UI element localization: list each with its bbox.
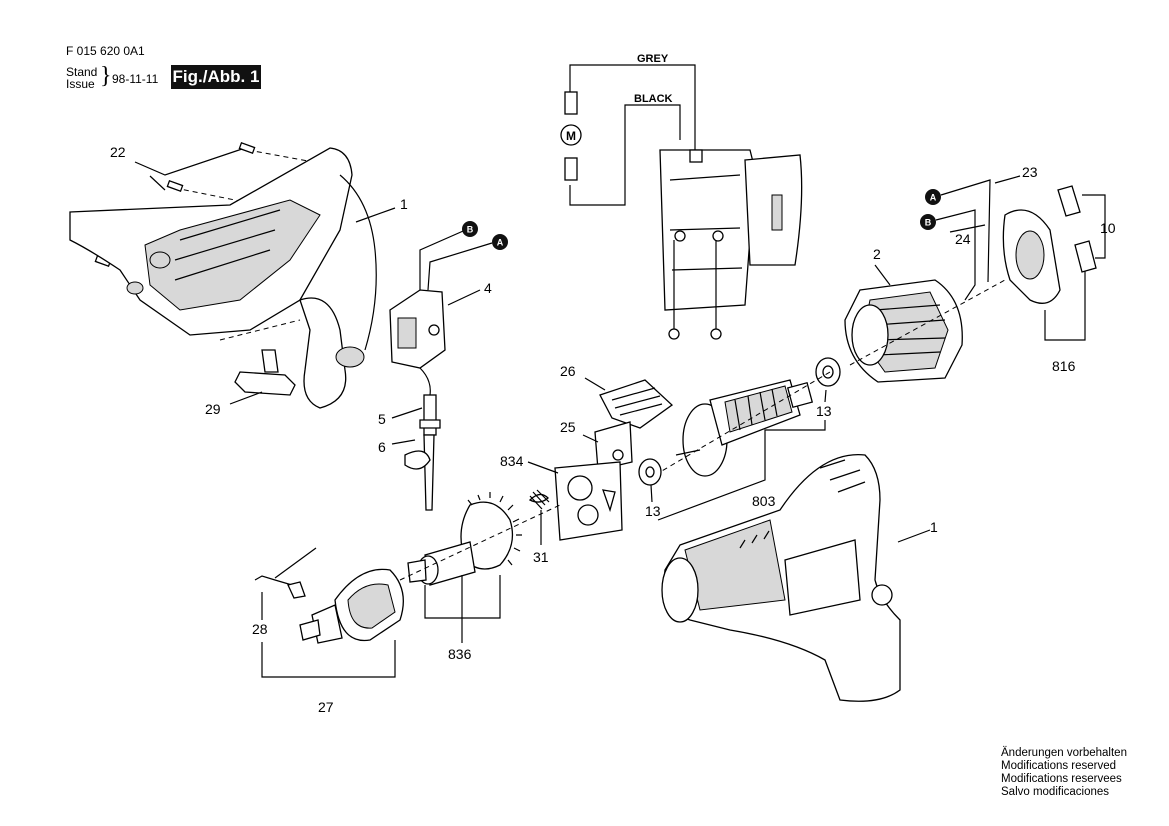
- issue-date: 98-11-11: [112, 72, 159, 86]
- document-number: F 015 620 0A1: [66, 44, 145, 58]
- callout-2: 2: [873, 246, 881, 262]
- part-31-spring: [528, 489, 550, 545]
- callout-25: 25: [560, 419, 576, 435]
- callout-5: 5: [378, 411, 386, 427]
- brace-glyph: }: [100, 63, 112, 89]
- part-10-brushes: [1057, 185, 1106, 273]
- callout-31: 31: [533, 549, 549, 565]
- part-1-drill-assembled: [661, 453, 931, 702]
- marker-group-left: B A: [462, 221, 508, 250]
- part-816-brush-holder: [1002, 209, 1086, 341]
- part-4-switch: [389, 227, 493, 369]
- modifications-notice: Änderungen vorbehalten Modifications res…: [1001, 747, 1127, 799]
- part-13-bearing-upper: [815, 357, 841, 403]
- callout-816: 816: [1052, 358, 1076, 374]
- callout-10: 10: [1100, 220, 1116, 236]
- callout-26: 26: [560, 363, 576, 379]
- callout-803: 803: [752, 493, 776, 509]
- issue-label: Issue: [66, 77, 95, 91]
- marker-b-right: B: [925, 218, 932, 228]
- figure-badge: Fig./Abb. 1: [171, 65, 261, 89]
- marker-a-right: A: [930, 193, 937, 203]
- part-28-chuck-key: [254, 547, 317, 620]
- part-834-gear-plate: [527, 461, 623, 541]
- part-803-armature: [654, 371, 831, 521]
- callout-labels: 22 1 4 29 5 6 23 24 10 2 816 26 25 834 1…: [110, 144, 1116, 715]
- callout-22: 22: [110, 144, 126, 160]
- callout-27: 27: [318, 699, 334, 715]
- callout-13-upper: 13: [816, 403, 832, 419]
- note-line-de: Änderungen vorbehalten: [1001, 747, 1127, 759]
- part-27-chuck: [261, 568, 404, 678]
- note-line-es: Salvo modificaciones: [1001, 786, 1110, 798]
- callout-23: 23: [1022, 164, 1038, 180]
- stand-label: Stand: [66, 65, 98, 79]
- marker-group-right: A B: [920, 189, 941, 230]
- callout-28: 28: [252, 621, 268, 637]
- marker-a-left: A: [497, 238, 504, 248]
- part-5-6-cord: [391, 367, 441, 511]
- motor-symbol: M: [566, 129, 576, 143]
- callout-1-bottom: 1: [930, 519, 938, 535]
- callout-29: 29: [205, 401, 221, 417]
- callout-834: 834: [500, 453, 524, 469]
- stand-issue-label: Stand Issue: [66, 66, 97, 90]
- part-25-plate: [582, 421, 633, 471]
- marker-b-left: B: [467, 225, 474, 235]
- callout-1-top: 1: [400, 196, 408, 212]
- callout-4: 4: [484, 280, 492, 296]
- leader-1-top: [355, 207, 396, 223]
- part-13-bearing-lower: [638, 458, 662, 503]
- part-26-cover: [584, 377, 674, 429]
- callout-13-lower: 13: [645, 503, 661, 519]
- note-line-en: Modifications reserved: [1001, 760, 1117, 772]
- part-29-clip: [219, 319, 301, 405]
- callout-836: 836: [448, 646, 472, 662]
- callout-6: 6: [378, 439, 386, 455]
- part-23-24-leads: [935, 175, 1021, 301]
- wiring-schematic: M GREY BLACK: [560, 53, 803, 340]
- part-836-gear-spindle: [399, 492, 561, 643]
- part-2-stator: [844, 264, 1006, 383]
- grey-wire-label: GREY: [637, 53, 669, 65]
- note-line-fr: Modifications reservees: [1001, 773, 1122, 785]
- callout-24: 24: [955, 231, 971, 247]
- part-1-housing-half: [69, 147, 377, 409]
- black-wire-label: BLACK: [634, 93, 673, 105]
